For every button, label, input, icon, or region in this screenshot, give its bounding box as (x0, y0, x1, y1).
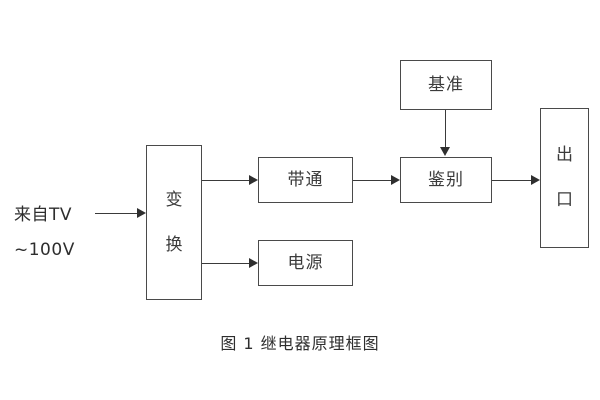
node-output-char-top: 出 (556, 145, 573, 166)
node-transform[interactable]: 变 换 (146, 145, 202, 300)
node-bandpass[interactable]: 带通 (258, 157, 353, 203)
arrowhead-source-to-transform-icon (137, 208, 146, 218)
connector-reference-to-discriminate (445, 110, 446, 149)
node-bandpass-label: 带通 (287, 169, 324, 190)
arrowhead-transform-to-power-icon (249, 258, 258, 268)
connector-bandpass-to-discriminate (353, 180, 396, 181)
node-power[interactable]: 电源 (258, 240, 353, 286)
connector-transform-to-bandpass (202, 180, 254, 181)
node-discriminate[interactable]: 鉴别 (400, 157, 492, 203)
node-power-label: 电源 (287, 252, 324, 273)
arrowhead-reference-to-discriminate-icon (440, 147, 450, 156)
node-reference[interactable]: 基准 (400, 60, 492, 110)
connector-transform-to-power (202, 263, 254, 264)
arrowhead-transform-to-bandpass-icon (249, 175, 258, 185)
connector-source-to-transform (95, 213, 143, 214)
node-output[interactable]: 出 口 (540, 108, 589, 248)
node-transform-char-top: 变 (165, 189, 183, 210)
connector-discriminate-to-output (492, 180, 536, 181)
node-transform-char-bottom: 换 (165, 234, 183, 255)
arrowhead-discriminate-to-output-icon (531, 175, 540, 185)
source-label-line1: 来自TV (14, 205, 73, 225)
arrowhead-bandpass-to-discriminate-icon (391, 175, 400, 185)
node-discriminate-label: 鉴别 (428, 169, 464, 190)
source-label-line2: ~100V (14, 240, 75, 260)
node-output-char-bottom: 口 (556, 190, 573, 210)
figure-caption: 图 1 继电器原理框图 (220, 334, 380, 353)
node-reference-label: 基准 (428, 74, 464, 95)
